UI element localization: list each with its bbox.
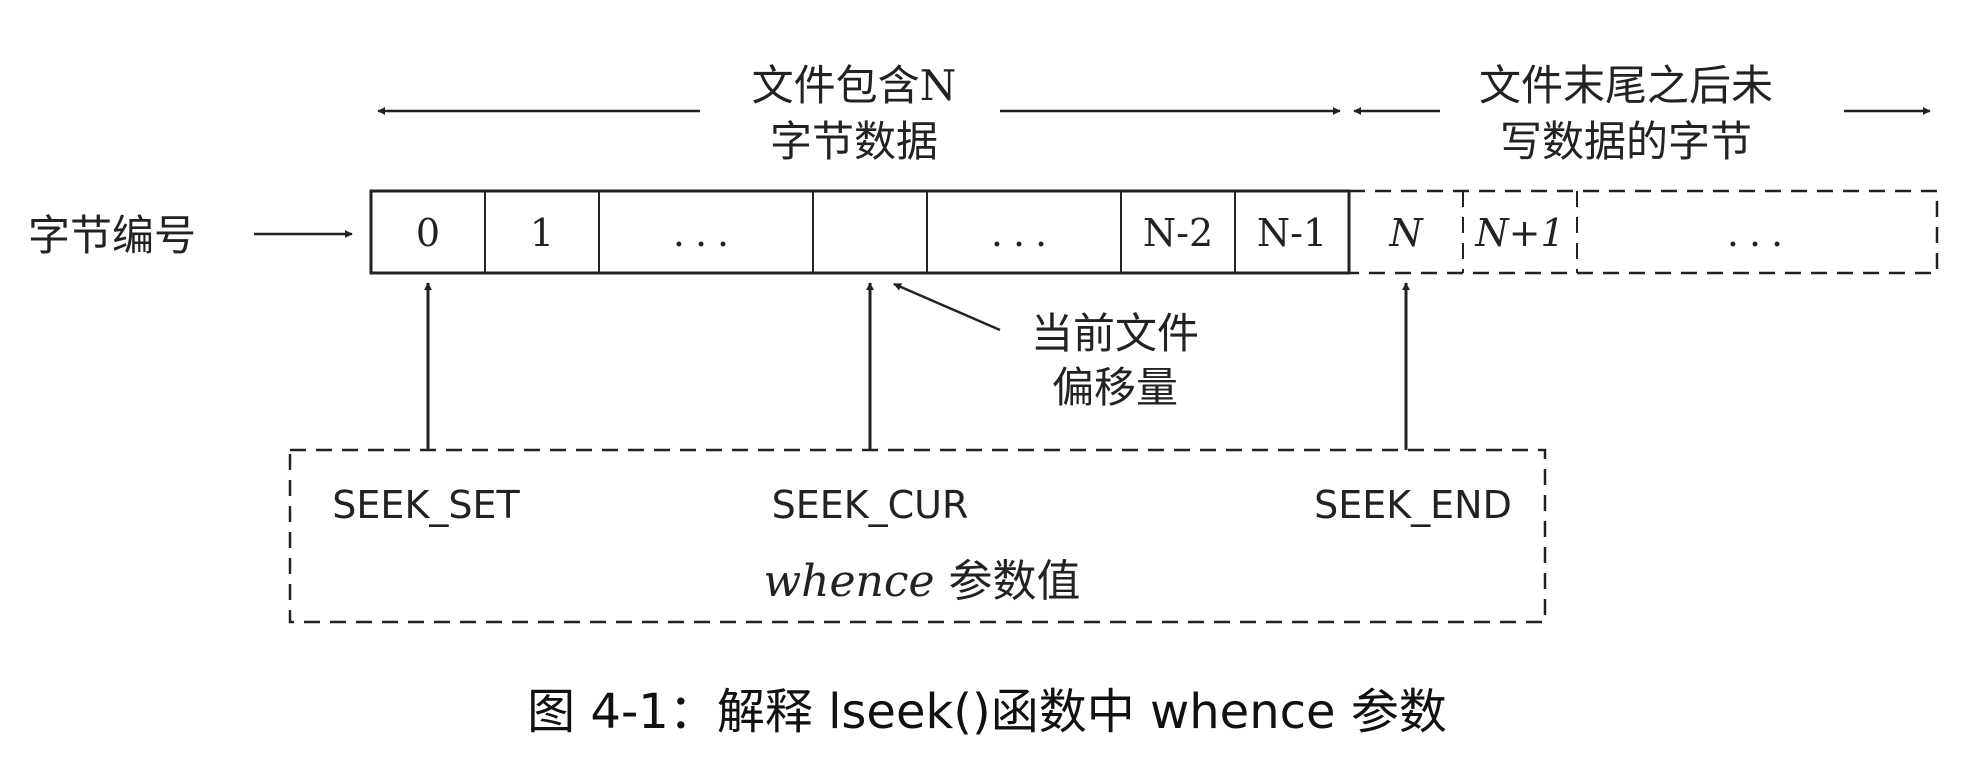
file-contains-label-line1: 文件包含N <box>752 61 957 110</box>
current-offset-label-line1: 当前文件 <box>1031 309 1199 358</box>
seek-end-label: SEEK_END <box>1314 483 1512 527</box>
file-cell-n-minus-2: N-2 <box>1143 211 1213 255</box>
file-cell-dividers <box>484 191 1236 273</box>
file-cell-0: 0 <box>416 211 440 255</box>
file-cell-ellipsis-2: ... <box>991 211 1057 255</box>
file-cell-1: 1 <box>530 211 554 255</box>
whence-param-label: whence 参数值 <box>763 556 1080 607</box>
whence-values-box <box>288 448 1547 624</box>
current-offset-label-line2: 偏移量 <box>1052 363 1178 412</box>
byte-number-label: 字节编号 <box>28 211 196 260</box>
after-eof-bytes-box <box>1347 189 1939 275</box>
file-cell-n-minus-1: N-1 <box>1257 211 1327 255</box>
whence-word: whence <box>763 556 934 607</box>
eof-cell-dividers <box>1462 191 1578 273</box>
seek-set-label: SEEK_SET <box>332 483 520 527</box>
file-bytes-box <box>369 189 1351 275</box>
file-cell-ellipsis-1: ... <box>673 211 739 255</box>
figure-caption: 图 4-1：解释 lseek()函数中 whence 参数 <box>527 684 1447 740</box>
current-offset-pointer <box>893 282 1001 332</box>
seek-cur-label: SEEK_CUR <box>772 483 969 527</box>
file-contains-label-line2: 字节数据 <box>770 117 938 166</box>
after-eof-label-line1: 文件末尾之后未 <box>1479 61 1773 110</box>
eof-cell-n: N <box>1388 211 1424 255</box>
param-value-word: 参数值 <box>949 556 1081 607</box>
eof-cell-n-plus-1: N+1 <box>1474 211 1564 255</box>
eof-cell-ellipsis: ... <box>1727 211 1793 255</box>
whence-rest <box>935 556 949 607</box>
after-eof-label-line2: 写数据的字节 <box>1500 117 1752 166</box>
